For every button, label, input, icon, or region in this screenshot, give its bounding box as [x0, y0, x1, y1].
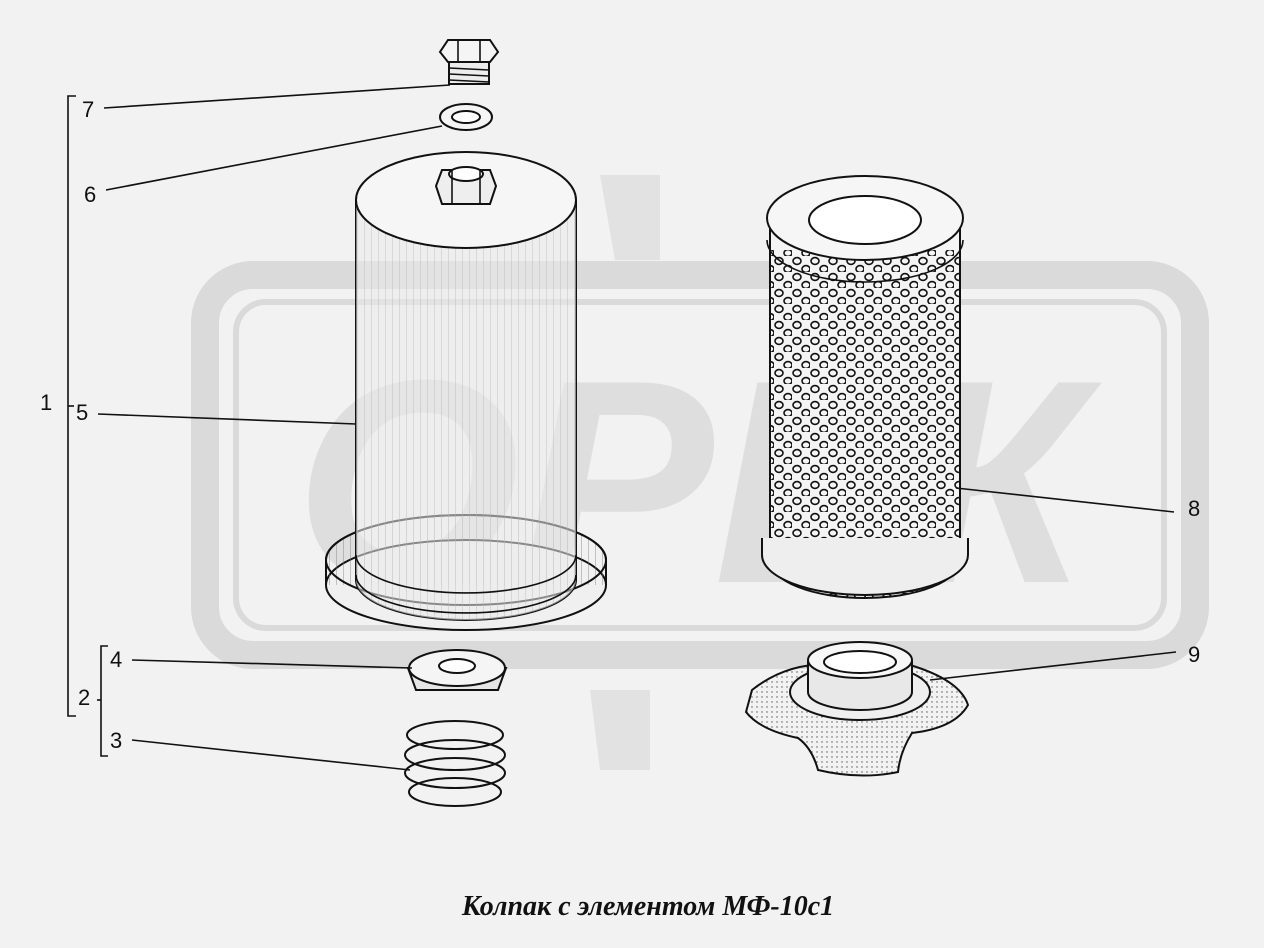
plug-bolt-part-7 — [438, 39, 500, 85]
label-3: 3 — [110, 728, 122, 753]
label-9: 9 — [1188, 642, 1200, 667]
spring-part-3 — [404, 720, 506, 807]
seat-washer-part-4 — [406, 649, 508, 691]
group-1-bracket — [67, 95, 76, 717]
label-8: 8 — [1188, 496, 1200, 521]
label-6: 6 — [84, 182, 96, 207]
label-5: 5 — [76, 400, 88, 425]
label-7: 7 — [82, 97, 94, 122]
watermark-logo: ОРЕК — [191, 175, 1209, 770]
washer-part-6 — [439, 103, 493, 131]
group-2-bracket — [97, 645, 108, 757]
figure-caption: Колпак с элементом МФ-10с1 — [461, 891, 834, 922]
label-1: 1 — [40, 390, 52, 415]
leader-lines — [97, 84, 1177, 771]
filter-housing-part-5 — [325, 151, 607, 631]
label-4: 4 — [110, 647, 122, 672]
label-2: 2 — [78, 685, 90, 710]
spider-support-part-9 — [744, 641, 970, 777]
filter-element-part-8 — [761, 175, 969, 599]
